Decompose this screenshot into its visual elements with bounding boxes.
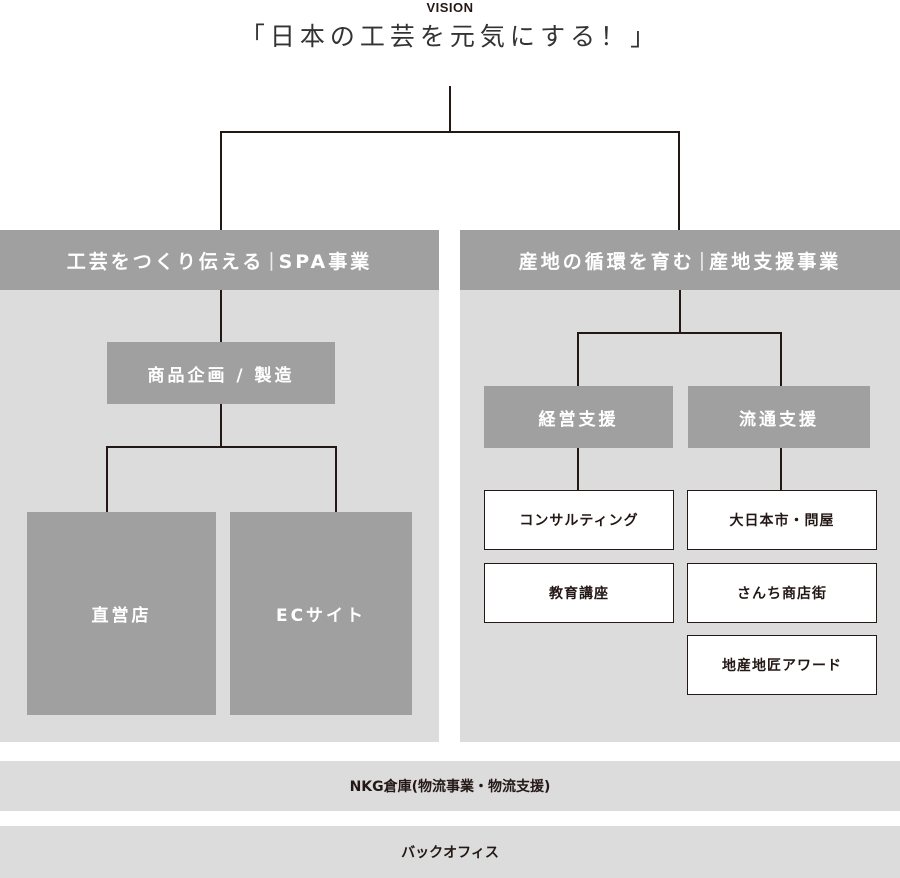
education-course-box: 教育講座: [484, 563, 674, 623]
header-separator: |: [268, 249, 275, 271]
spa-division-name: SPA事業: [278, 250, 373, 273]
regional-craft-award-box: 地産地匠アワード: [687, 635, 877, 695]
connector-management-drop: [577, 332, 579, 386]
connector-spa-to-function: [220, 290, 222, 342]
connector-function-stem: [220, 404, 222, 448]
connector-right-drop: [678, 131, 680, 230]
product-planning-box: 商品企画 / 製造: [107, 342, 335, 404]
vision-title: 「日本の工芸を元気にする！」: [239, 22, 661, 51]
connector-direct-store-drop: [106, 446, 108, 512]
connector-management-items: [577, 448, 579, 490]
vision-label: VISION: [426, 0, 474, 15]
ec-site-box: ECサイト: [230, 512, 412, 715]
connector-ec-drop: [335, 446, 337, 512]
connector-left-drop: [220, 131, 222, 230]
spa-division-header: 工芸をつくり伝える | SPA事業: [0, 230, 439, 290]
direct-store-box: 直営店: [27, 512, 216, 715]
sanchi-shopping-street-box: さんち商店街: [687, 563, 877, 623]
connector-regional-stem: [679, 290, 681, 334]
header-separator: |: [698, 249, 706, 271]
connector-distribution-drop: [780, 332, 782, 386]
connector-distribution-items: [780, 448, 782, 490]
distribution-support-box: 流通支援: [688, 386, 870, 448]
connector-vision-stem: [449, 86, 451, 133]
nkg-warehouse-bar: NKG倉庫(物流事業・物流支援): [0, 761, 900, 811]
connector-function-branch: [106, 446, 337, 448]
consulting-box: コンサルティング: [484, 490, 674, 550]
connector-vision-branch: [220, 131, 680, 133]
management-support-box: 経営支援: [484, 386, 673, 448]
spa-tagline: 工芸をつくり伝える: [66, 250, 265, 273]
dainihon-ichi-wholesale-box: 大日本市・問屋: [687, 490, 877, 550]
connector-regional-branch: [577, 332, 782, 334]
regional-tagline: 産地の循環を育む: [518, 250, 695, 273]
back-office-bar: バックオフィス: [0, 826, 900, 878]
regional-division-name: 産地支援事業: [709, 250, 842, 273]
regional-support-header: 産地の循環を育む | 産地支援事業: [460, 230, 900, 290]
